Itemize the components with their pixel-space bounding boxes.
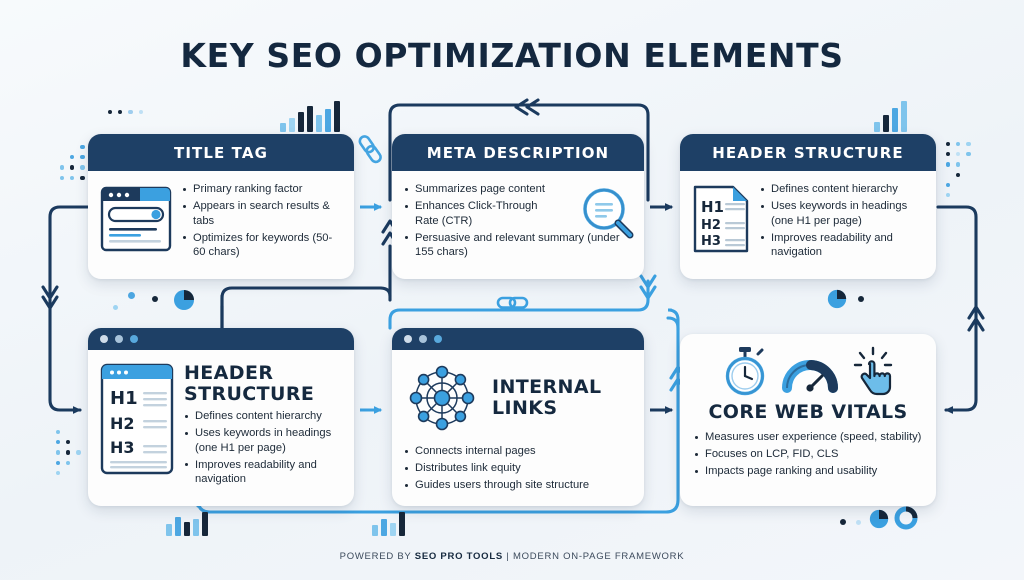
card-header-structure[interactable]: HEADER STRUCTURE H1 H2 H3 Defines conten… [680,134,936,279]
bullet-item: Uses keywords in headings (one H1 per pa… [760,199,923,228]
bullet-item: Guides users through site structure [404,478,631,493]
document-headings-icon: H1 H2 H3 [693,185,749,253]
card-header-structure-2-title: HEADER STRUCTURE [184,362,315,405]
card-header-structure-2-body: H1 H2 H3 HEADER STRUCTURE Defines conten… [88,350,354,499]
svg-text:H3: H3 [701,234,721,249]
speed-gauge-icon [782,360,838,393]
page-title: KEY SEO OPTIMIZATION ELEMENTS [180,36,844,75]
footer-prefix: POWERED BY [339,551,415,562]
card-title-tag-body: Primary ranking factor Appears in search… [88,171,354,272]
card-internal-links-title: INTERNAL LINKS [492,376,602,419]
card-meta-description-body: Summarizes page content Enhances Click-T… [392,171,644,272]
card-header-structure-body: H1 H2 H3 Defines content hierarchy Uses … [680,171,936,272]
bar-chart-decoration-bottom-mid [372,512,405,536]
bullet-item: Distributes link equity [404,461,631,476]
bar-chart-decoration-top-right [874,100,907,132]
bullet-item: Defines content hierarchy [184,409,341,424]
bullet-item: Enhances Click-Through Rate (CTR) [404,199,549,228]
bar-chart-decoration-bottom-left [166,512,208,536]
chain-link-icon-vertical [358,135,382,164]
pie-chart-decoration-right [827,289,847,309]
dot-decoration-mid-left-2 [128,292,135,299]
svg-text:H1: H1 [701,198,724,216]
window-dot-3 [434,335,442,343]
dot-grid-decoration-lower-left [56,430,81,475]
card-title-tag[interactable]: TITLE TAG Primary ranking factor Appears… [88,134,354,279]
stopwatch-icon [725,347,765,396]
magnifying-glass-icon [583,188,634,239]
dot-grid-decoration-right [946,142,971,198]
card-header-structure-header: HEADER STRUCTURE [680,134,936,171]
network-nodes-icon [409,365,475,431]
card-meta-description-header: META DESCRIPTION [392,134,644,171]
footer-suffix: | MODERN ON-PAGE FRAMEWORK [502,551,685,562]
card-internal-links-bullets: Connects internal pages Distributes link… [404,444,631,495]
bar-chart-decoration-top [280,100,340,132]
dot-decoration-mid-left [152,296,158,302]
dot-decoration-bottom-right-2 [856,520,861,525]
card-title-tag-title: TITLE TAG [174,143,268,162]
svg-text:H1: H1 [110,388,138,409]
pie-chart-decoration-left [174,290,194,310]
dot-decoration-mid-right [858,296,864,302]
svg-text:H2: H2 [110,414,135,433]
dot-decoration-mid-left-3 [113,305,118,310]
window-dot-1 [404,335,412,343]
card-header-structure-bullets: Defines content hierarchy Uses keywords … [760,182,923,262]
card-header-structure-2[interactable]: H1 H2 H3 HEADER STRUCTURE Defines conten… [88,328,354,506]
browser-window-icon [100,186,172,252]
card-meta-description[interactable]: META DESCRIPTION Summarizes page content… [392,134,644,279]
footer: POWERED BY SEO PRO TOOLS | MODERN ON-PAG… [0,551,1024,562]
bullet-item: Defines content hierarchy [760,182,923,197]
card-internal-links-body: INTERNAL LINKS Connects internal pages D… [392,350,644,505]
window-dot-1 [100,335,108,343]
bullet-item: Measures user experience (speed, stabili… [694,430,922,445]
card-core-web-vitals-title: CORE WEB VITALS [708,401,908,423]
bullet-item: Uses keywords in headings (one H1 per pa… [184,426,341,455]
chain-link-icon-horizontal [496,296,529,309]
bullet-item: Persuasive and relevant summary (under 1… [404,231,636,260]
card-core-web-vitals-body: CORE WEB VITALS Measures user experience… [680,334,936,491]
window-dot-2 [115,335,123,343]
bullet-item: Impacts page ranking and usability [694,464,922,479]
donut-chart-decoration-bottom-right [894,506,918,530]
window-dot-2 [419,335,427,343]
card-internal-links-window-bar [392,328,644,350]
footer-brand: SEO PRO TOOLS [414,551,503,562]
svg-text:H2: H2 [701,218,721,233]
card-header-structure-2-bullets: Defines content hierarchy Uses keywords … [184,409,341,487]
bullet-item: Improves readability and navigation [184,458,341,487]
card-internal-links[interactable]: INTERNAL LINKS Connects internal pages D… [392,328,644,506]
card-core-web-vitals[interactable]: CORE WEB VITALS Measures user experience… [680,334,936,506]
bullet-item: Primary ranking factor [182,182,341,197]
card-core-web-vitals-bullets: Measures user experience (speed, stabili… [694,430,922,481]
bullet-item: Focuses on LCP, FID, CLS [694,447,922,462]
bullet-item: Appears in search results & tabs [182,199,341,228]
window-dot-3 [130,335,138,343]
dot-decoration-bottom-right [840,519,846,525]
card-title-tag-header: TITLE TAG [88,134,354,171]
bullet-item: Optimizes for keywords (50-60 chars) [182,231,341,260]
card-meta-description-title: META DESCRIPTION [426,143,610,162]
card-header-structure-title: HEADER STRUCTURE [712,143,904,162]
svg-text:H3: H3 [110,438,135,457]
bullet-item: Improves readability and navigation [760,231,923,260]
card-header-structure-2-window-bar [88,328,354,350]
pie-chart-decoration-bottom-right [869,509,889,529]
click-cursor-icon [853,346,893,396]
document-headings-icon: H1 H2 H3 [100,363,174,475]
card-title-tag-bullets: Primary ranking factor Appears in search… [182,182,341,262]
dot-row-decoration-top-left [108,110,143,115]
bullet-item: Connects internal pages [404,444,631,459]
